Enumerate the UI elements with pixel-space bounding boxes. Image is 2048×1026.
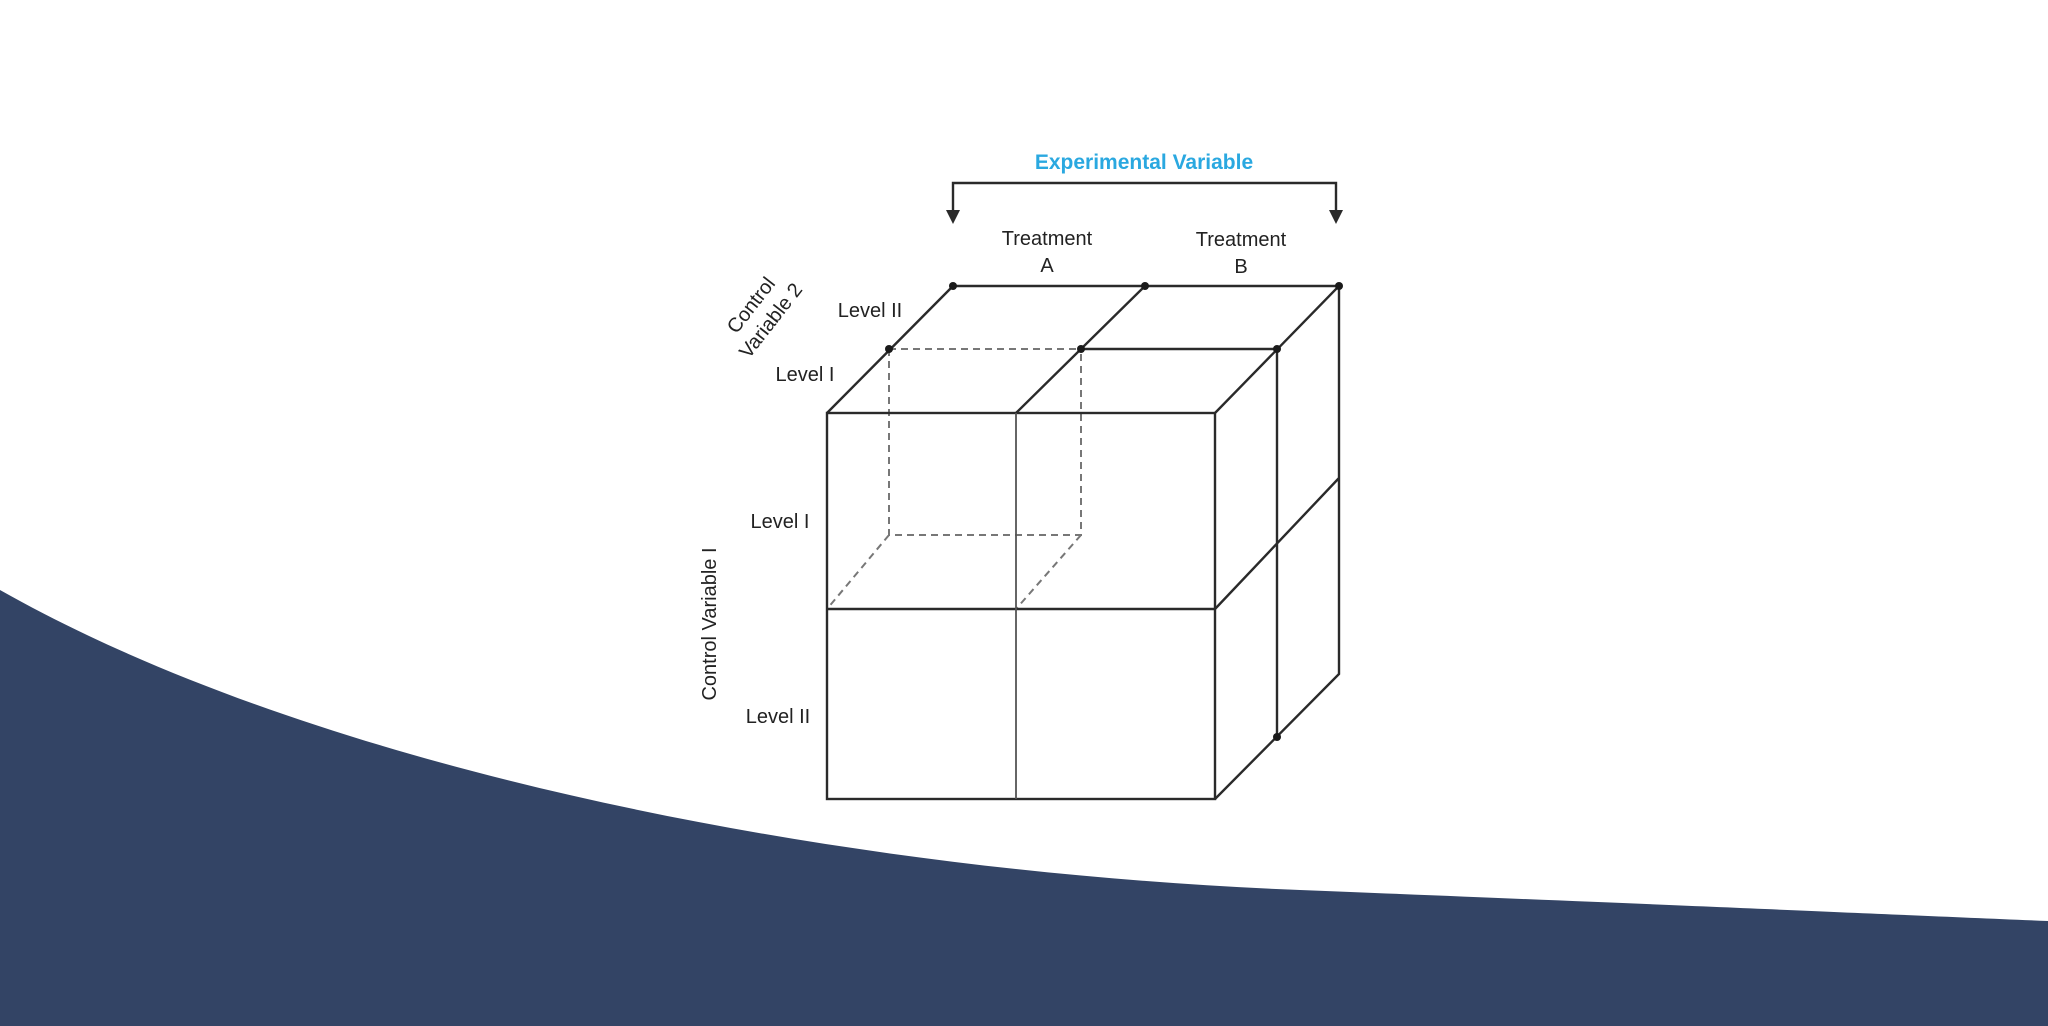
background-wave (0, 590, 2048, 1026)
cv2-level-i-label: Level I (776, 364, 835, 386)
arrow-down-icon (946, 210, 960, 224)
experimental-variable-label: Experimental Variable (1035, 151, 1253, 174)
experimental-variable-bracket (946, 181, 1343, 224)
cube (825, 282, 1343, 801)
vertex-dots (885, 282, 1343, 741)
cv1-level-ii-label: Level II (746, 706, 810, 728)
cv1-level-i-label: Level I (751, 511, 810, 533)
control-variable-1-label: Control Variable I (699, 547, 721, 700)
arrow-down-icon (1329, 210, 1343, 224)
cv2-level-ii-label: Level II (838, 300, 902, 322)
control-variable-2-label: ControlVariable 2 (716, 264, 808, 363)
